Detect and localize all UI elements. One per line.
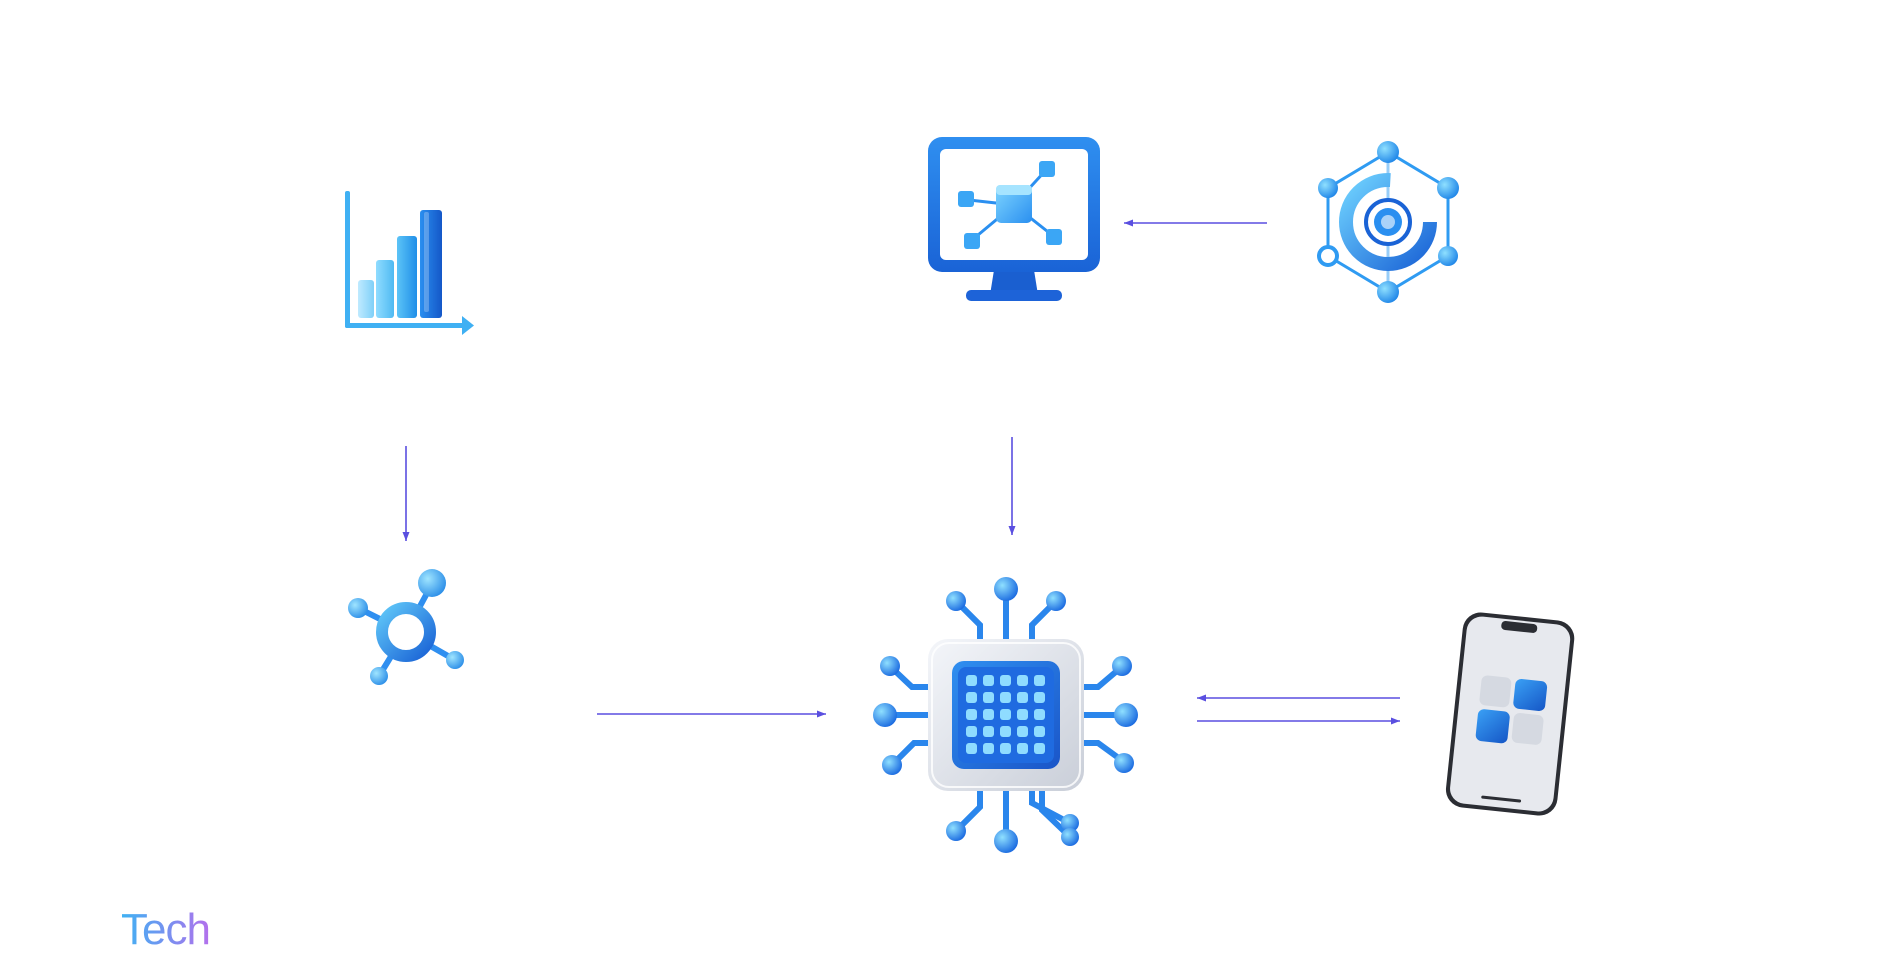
smartphone-apps-icon bbox=[1440, 610, 1580, 820]
brand-wordmark: Tech bbox=[121, 905, 211, 954]
molecule-icon bbox=[344, 566, 474, 691]
bar-chart-icon bbox=[340, 188, 480, 338]
cpu-chip-icon bbox=[870, 575, 1142, 855]
hexagon-network-icon bbox=[1308, 138, 1468, 308]
monitor-network-icon bbox=[924, 135, 1104, 315]
